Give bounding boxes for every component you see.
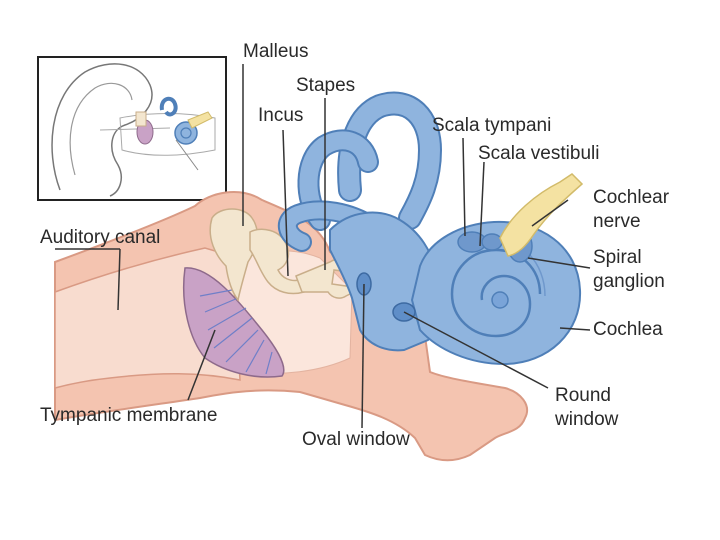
label-cochlear-nerve: Cochlear nerve — [593, 187, 670, 232]
label-stapes: Stapes — [296, 75, 356, 96]
label-malleus: Malleus — [243, 41, 309, 62]
label-round-window: Round window — [555, 385, 619, 430]
malleus-bone — [209, 208, 258, 302]
semicircular-canals — [278, 91, 443, 252]
inset-ear-overview — [37, 56, 227, 201]
label-tympanic-membrane: Tympanic membrane — [40, 405, 218, 426]
tympanic-membrane-shape — [182, 267, 285, 378]
label-oval-window: Oval window — [302, 429, 410, 450]
label-scala-tympani: Scala tympani — [432, 115, 552, 136]
leader-lines — [55, 64, 591, 429]
cochlear-nerve-shape — [499, 173, 584, 257]
cochlea-shape — [410, 220, 582, 366]
label-incus: Incus — [258, 105, 304, 126]
label-spiral-ganglion: Spiral ganglion — [593, 247, 665, 292]
label-cochlea: Cochlea — [593, 319, 663, 340]
label-auditory-canal: Auditory canal — [40, 227, 161, 248]
label-scala-vestibuli: Scala vestibuli — [478, 143, 600, 164]
